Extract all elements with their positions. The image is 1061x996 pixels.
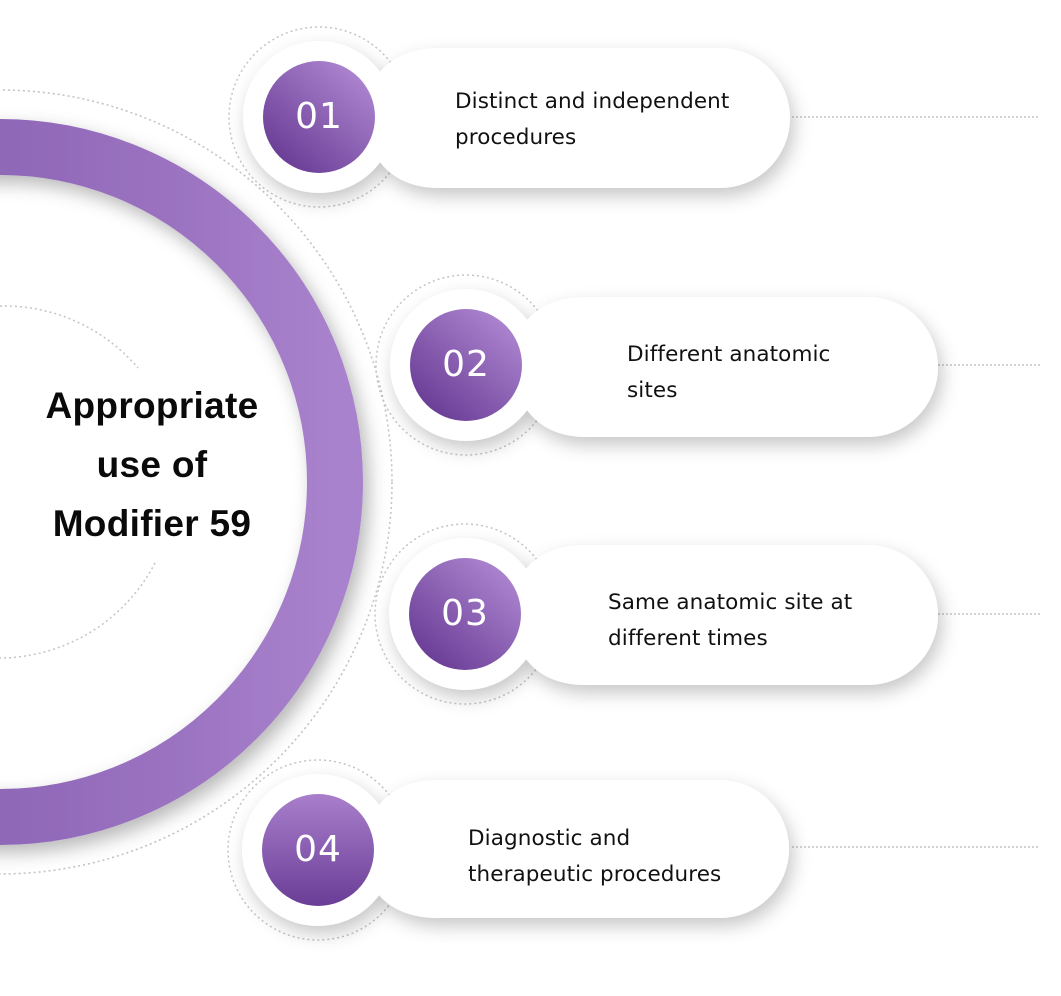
item-number-2: 02 (442, 344, 490, 385)
title-line-2: use of (96, 444, 208, 485)
item-label-4: Diagnostic and therapeutic procedures (468, 821, 721, 893)
badge-circle-1 (263, 61, 375, 173)
title-line-3: Modifier 59 (52, 503, 252, 544)
item-3-shape (374, 523, 938, 705)
main-purple-ring (0, 119, 363, 845)
item-4-line-2: therapeutic procedures (468, 862, 722, 887)
item-4-line-1: Diagnostic and (468, 826, 631, 851)
inner-dotted-arc-top (0, 305, 139, 369)
item-label-2: Different anatomic sites (627, 337, 830, 409)
badge-circle-4 (262, 794, 374, 906)
item-4-shape (227, 759, 789, 941)
item-2-line-2: sites (627, 378, 678, 403)
item-number-3: 03 (441, 593, 489, 634)
inner-dotted-arc-bottom (0, 562, 156, 659)
item-3-line-2: different times (608, 626, 768, 651)
item-3-line-1: Same anatomic site at (608, 590, 853, 615)
item-number-1: 01 (295, 96, 343, 137)
badge-circle-2 (410, 309, 522, 421)
item-1-line-1: Distinct and independent (455, 89, 730, 114)
item-2-shape (375, 274, 938, 456)
item-label-3: Same anatomic site at different times (608, 585, 852, 657)
item-1-shape (228, 26, 790, 208)
item-1-line-2: procedures (455, 125, 577, 150)
item-number-4: 04 (294, 829, 342, 870)
badge-circle-3 (409, 558, 521, 670)
diagram-title: Appropriate use of Modifier 59 (0, 376, 304, 553)
item-label-1: Distinct and independent procedures (455, 84, 729, 156)
outer-dotted-circle (0, 89, 393, 875)
title-line-1: Appropriate (45, 385, 259, 426)
item-2-line-1: Different anatomic (627, 342, 831, 367)
